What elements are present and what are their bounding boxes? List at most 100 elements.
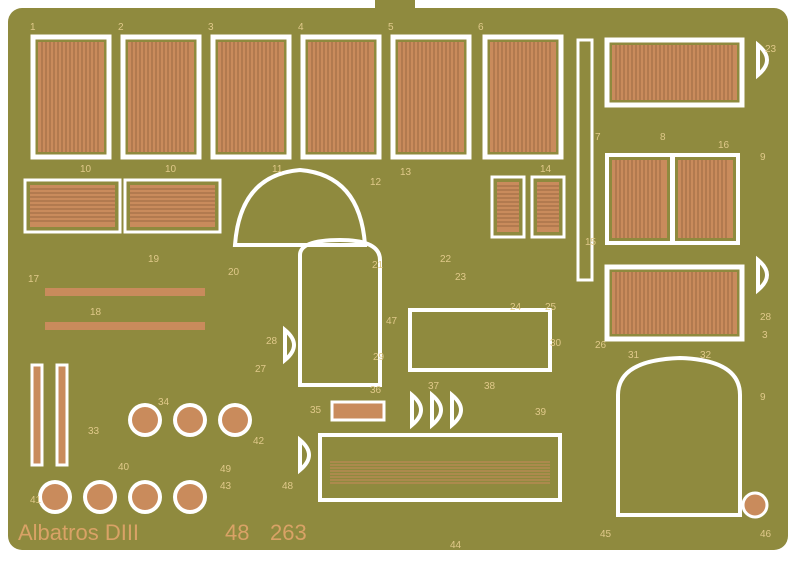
cutout-frame	[530, 175, 566, 239]
d-part	[450, 390, 463, 430]
part-number-label: 2	[118, 22, 124, 33]
round-part	[741, 491, 769, 519]
part-number-label: 49	[220, 464, 232, 475]
part-number-label: 35	[310, 405, 322, 416]
part-number-label: 47	[386, 316, 398, 327]
radiator-panel	[218, 42, 284, 152]
part-number-label: 28	[760, 312, 772, 323]
part-number-label: 42	[253, 436, 265, 447]
radiator-panel	[128, 42, 194, 152]
part-number-label: 40	[118, 462, 130, 473]
cutout-frame	[120, 34, 202, 160]
radiator-panel	[612, 272, 737, 334]
part-number-label: 8	[660, 132, 666, 143]
part-number-label: 11	[272, 164, 283, 175]
part-number-label: 28	[266, 336, 278, 347]
part-number-label: 38	[484, 381, 496, 392]
part-number-label: 26	[595, 340, 607, 351]
cutout-frame	[30, 34, 112, 160]
part-number-label: 37	[428, 381, 440, 392]
sprue-tab	[375, 0, 415, 10]
cutout-frame	[604, 37, 745, 108]
cutout-part-30	[408, 308, 552, 372]
part-number-label: 3	[762, 330, 768, 341]
cutout-frame	[123, 178, 222, 234]
part-number-label: 25	[545, 302, 557, 313]
round-part	[87, 484, 113, 510]
part-number-label: 10	[165, 164, 177, 175]
part-number-label: 44	[450, 540, 462, 551]
part-number-label: 23	[455, 272, 467, 283]
part-number-label: 24	[510, 302, 522, 313]
strip-7	[576, 38, 594, 282]
part-number-label: 10	[80, 164, 92, 175]
part-number-label: 18	[90, 307, 102, 318]
fret-scale: 48	[225, 520, 249, 545]
radiator-panel	[38, 42, 104, 152]
d-part	[756, 255, 769, 295]
radiator-panel	[130, 185, 215, 227]
d-part	[430, 390, 443, 430]
cutout-frame	[210, 34, 292, 160]
part-number-label: 29	[373, 352, 385, 363]
radiator-panel	[490, 42, 556, 152]
part-number-label: 13	[400, 167, 412, 178]
part-number-label: 34	[158, 397, 170, 408]
radiator-panel	[30, 185, 115, 227]
part-number-label: 30	[550, 338, 562, 349]
cutout-frame	[482, 34, 564, 160]
cutout-part-44	[318, 433, 562, 502]
cutout-frame	[300, 34, 382, 160]
part-number-label: 27	[255, 364, 267, 375]
belt	[45, 322, 205, 330]
part-number-label: 17	[28, 274, 40, 285]
cutout-frame	[604, 264, 745, 342]
part-number-label: 9	[760, 392, 766, 403]
radiator-panel	[612, 45, 737, 100]
part-number-label: 20	[228, 267, 240, 278]
belt	[45, 288, 205, 296]
part-number-label: 19	[148, 254, 160, 265]
part-number-label: 48	[282, 481, 294, 492]
round-part	[42, 484, 68, 510]
part-number-label: 5	[388, 22, 394, 33]
fret-title: Albatros DIII	[18, 520, 139, 545]
round-part	[177, 484, 203, 510]
part-number-label: 12	[370, 177, 382, 188]
part-number-label: 43	[220, 481, 232, 492]
part-number-label: 7	[595, 132, 601, 143]
part-number-label: 22	[440, 254, 452, 265]
part-number-label: 3	[208, 22, 214, 33]
mesh-36	[330, 400, 386, 422]
part-number-label: 9	[760, 152, 766, 163]
part-number-label: 14	[540, 164, 552, 175]
round-part	[132, 484, 158, 510]
part-number-label: 33	[88, 426, 100, 437]
round-part	[132, 407, 158, 433]
cutout-part-28	[298, 237, 382, 387]
cutout-part-45	[616, 355, 742, 517]
cutout-frame	[390, 34, 472, 160]
d-part	[298, 435, 311, 475]
cutout-part-12	[232, 167, 368, 247]
part-number-label: 6	[478, 22, 484, 33]
part-number-label: 31	[628, 350, 640, 361]
part-number-label: 1	[30, 22, 36, 33]
part-number-label: 16	[718, 140, 730, 151]
cutout-frame	[490, 175, 526, 239]
round-part	[177, 407, 203, 433]
part-number-label: 39	[535, 407, 547, 418]
cutout-frame	[671, 153, 740, 245]
d-part	[283, 325, 296, 365]
fret-set-number: 263	[270, 520, 307, 545]
part-number-label: 15	[585, 237, 597, 248]
part-number-label: 45	[600, 529, 612, 540]
part-number-label: 46	[760, 529, 772, 540]
part-number-label: 32	[700, 350, 712, 361]
part-number-label: 23	[765, 44, 777, 55]
strip	[55, 363, 69, 467]
part-number-label: 36	[370, 385, 382, 396]
d-part	[756, 40, 769, 80]
d-part	[410, 390, 423, 430]
